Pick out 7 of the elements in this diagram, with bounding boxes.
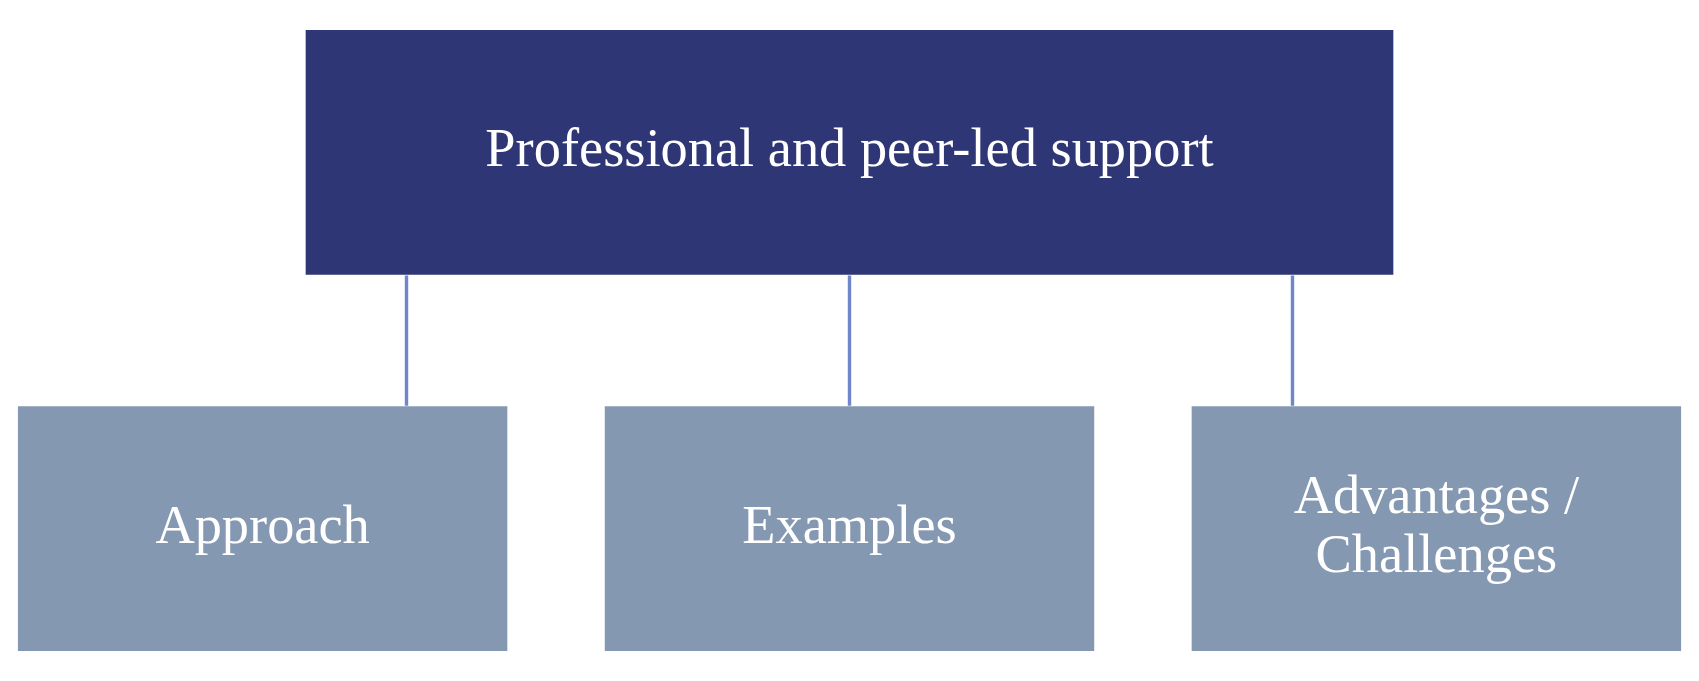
node-box: Approach (17, 406, 508, 651)
connector (847, 275, 852, 406)
connector (404, 275, 409, 406)
node-box: Advantages / Challenges (1191, 406, 1682, 651)
node-box: Professional and peer-led support (305, 30, 1394, 275)
connector (1290, 275, 1295, 406)
node-box: Examples (604, 406, 1095, 651)
